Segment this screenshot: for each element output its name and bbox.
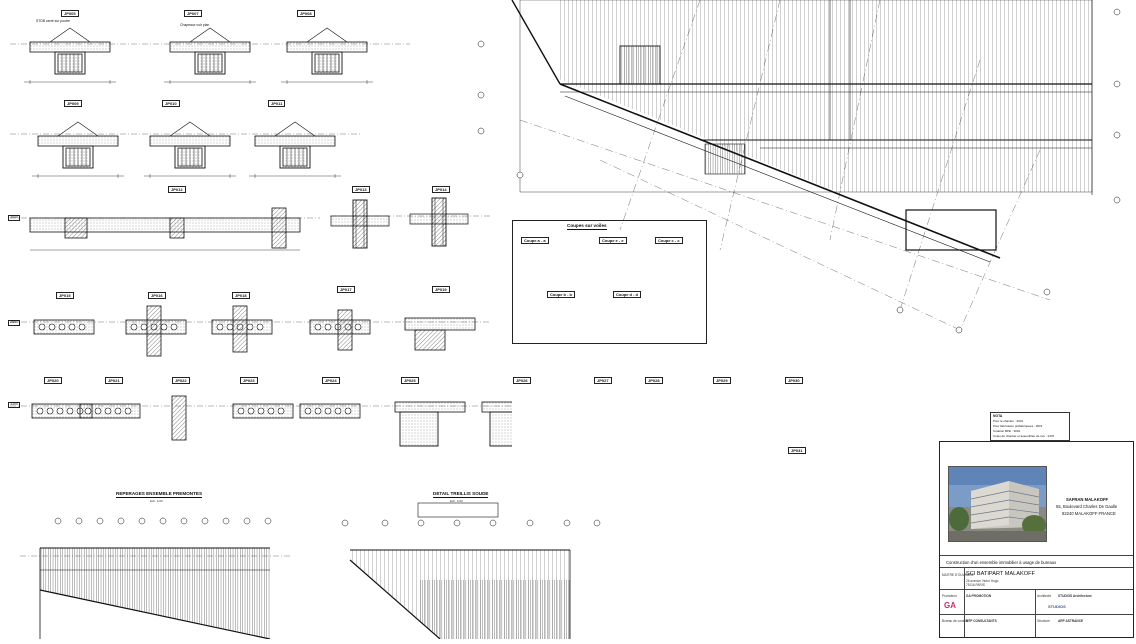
detail-tag: JP027 — [594, 377, 612, 384]
coupe-label: Coupe a - a — [521, 237, 549, 244]
detail-tag: JP007 — [184, 10, 202, 17]
detail-tag: JP018 — [232, 292, 250, 299]
architect-name: STUDIOS Architecture — [1058, 594, 1092, 598]
client-address-1: 55, Boulevard Charles De Gaulle — [1056, 504, 1118, 509]
treillis-scale: Ech. 1/20 — [450, 499, 463, 503]
detail-row-1 — [10, 27, 410, 85]
annotation: STDB carré sur poutre — [36, 19, 70, 23]
reperage-title: REPERAGES ENSEMBLE PREMONTES — [116, 491, 203, 498]
detail-tag: JP013 — [352, 186, 370, 193]
detail-tag: JP015 — [56, 292, 74, 299]
engineer-name: BTP CONSULTANTS — [966, 619, 997, 623]
structure-name: ARP ASTRANCE — [1058, 619, 1084, 623]
coupe-label: Coupe c - c — [655, 237, 683, 244]
detail-row-4 — [10, 305, 490, 357]
detail-row-3 — [10, 197, 490, 251]
detail-tag: JP016 — [148, 292, 166, 299]
detail-tag: JP023 — [240, 377, 258, 384]
coupes-box: Coupes sur voiles Coupe a - a Coupe e - … — [512, 220, 707, 344]
detail-tag: JP019 — [432, 286, 450, 293]
owner-address-2: 75116 PARIS — [966, 583, 985, 587]
level-marker: 2500 — [8, 320, 20, 326]
note-line: Pour le chantier : 2001 — [993, 419, 1024, 423]
promoter-label: Promoteur — [942, 594, 957, 598]
detail-tag: JP031 — [788, 447, 806, 454]
level-marker: 3000 — [8, 215, 20, 221]
annotation: Chapeaux voir plan — [180, 23, 210, 27]
detail-tag: JP008 — [297, 10, 315, 17]
detail-tag: JP020 — [44, 377, 62, 384]
architect-label: Architecte — [1037, 594, 1052, 598]
note-line: Cotes de chantier et assemblée de rive :… — [993, 434, 1055, 438]
detail-tag: JP024 — [322, 377, 340, 384]
detail-row-2 — [10, 121, 360, 179]
detail-tag: JP028 — [645, 377, 663, 384]
building-photo — [948, 466, 1047, 542]
owner-label: MAITRE D'OUVRAGE — [942, 573, 974, 577]
owner-name: SCI BATIPART MALAKOFF — [966, 571, 1035, 577]
studios-logo: STUDIOS — [1048, 604, 1066, 609]
detail-tag: JP010 — [162, 100, 180, 107]
detail-tag: JP009 — [64, 100, 82, 107]
client-address-2: 92240 MALAKOFF FRANCE — [1062, 511, 1116, 516]
detail-tag: JP005 — [61, 10, 79, 17]
client-name: SAFRAN MALAKOFF — [1066, 497, 1109, 502]
detail-tag: JP017 — [337, 286, 355, 293]
level-marker: 3300 — [8, 402, 20, 408]
note-line: Cotation BPE : 3001 — [993, 429, 1021, 433]
coupes-title: Coupes sur voiles — [567, 223, 607, 230]
ga-logo: GA — [944, 601, 956, 610]
note-title: NOTA — [993, 414, 1003, 418]
promoter-name: GA PROMOTION — [966, 594, 992, 598]
note-line: Pour fabrication préfabriquées : 3001 — [993, 424, 1043, 428]
coupe-label: Coupe d - d — [613, 291, 641, 298]
detail-tag: JP012 — [168, 186, 186, 193]
reperage-scale: Ech. 1/20 — [150, 499, 163, 503]
coupe-label: Coupe b - b — [547, 291, 575, 298]
treillis-title: DETAIL TREILLIS SOUDE — [433, 491, 489, 498]
coupe-label: Coupe e - e — [599, 237, 627, 244]
detail-tag: JP014 — [432, 186, 450, 193]
detail-tag: JP011 — [268, 100, 286, 107]
title-block: SAFRAN MALAKOFF 55, Boulevard Charles De… — [939, 441, 1134, 638]
note-box: NOTA Pour le chantier : 2001 Pour fabric… — [990, 412, 1070, 441]
reperage-plan — [20, 517, 290, 640]
engineer-label: Bureau de contrôle — [942, 619, 969, 623]
detail-tag: JP021 — [105, 377, 123, 384]
project-description: Construction d'un ensemble immobilier à … — [946, 560, 1057, 565]
detail-tag: JP030 — [785, 377, 803, 384]
detail-tag: JP029 — [713, 377, 731, 384]
owner-address-1: 26 avenue Victor Hugo — [966, 579, 999, 583]
structure-label: Structure — [1037, 619, 1050, 623]
treillis-plan — [341, 502, 601, 640]
detail-tag: JP022 — [172, 377, 190, 384]
detail-tag: JP026 — [513, 377, 531, 384]
detail-tag: JP025 — [401, 377, 419, 384]
